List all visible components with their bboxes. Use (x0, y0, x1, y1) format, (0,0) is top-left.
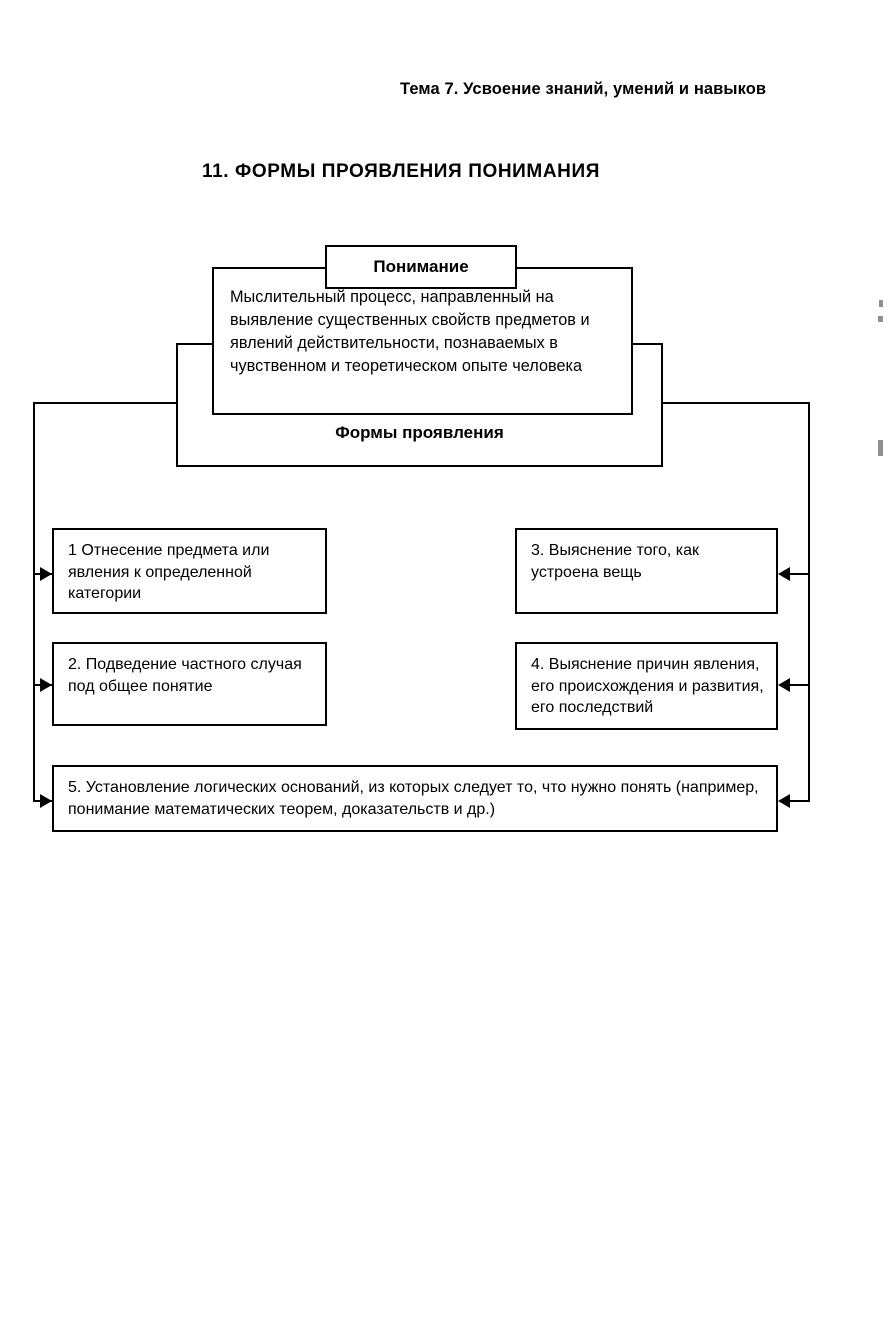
understanding-title-label: Понимание (373, 257, 469, 277)
form-box-4-text: 4. Выяснение причин явления, его происхо… (531, 656, 764, 716)
arrow-into-form-4-icon (778, 678, 790, 692)
form-box-5: 5. Установление логических оснований, из… (52, 765, 778, 832)
form-box-3-text: 3. Выяснение того, как устроена вещь (531, 542, 700, 581)
form-box-4: 4. Выяснение причин явления, его происхо… (515, 642, 778, 730)
forms-group-label: Формы проявления (335, 422, 504, 442)
scan-artifact-mark-1 (879, 300, 883, 307)
scan-artifact-mark-2 (878, 316, 883, 322)
connector-right-branch-4 (790, 684, 810, 686)
connector-left-top-horizontal (33, 402, 178, 404)
scan-artifact-mark-3 (878, 440, 883, 456)
connector-right-vertical-rail (808, 402, 810, 802)
arrow-into-form-5-left-icon (40, 794, 52, 808)
form-box-2: 2. Подведение частного случая под общее … (52, 642, 327, 726)
arrow-into-form-3-icon (778, 567, 790, 581)
form-box-2-text: 2. Подведение частного случая под общее … (68, 656, 302, 695)
connector-right-top-horizontal (661, 402, 810, 404)
form-box-1-text: 1 Отнесение предмета или явления к опред… (68, 542, 270, 602)
understanding-definition-box: Мыслительный процесс, направленный на вы… (212, 267, 633, 415)
arrow-into-form-1-icon (40, 567, 52, 581)
arrow-into-form-5-right-icon (778, 794, 790, 808)
form-box-1: 1 Отнесение предмета или явления к опред… (52, 528, 327, 614)
arrow-into-form-2-icon (40, 678, 52, 692)
form-box-5-text: 5. Установление логических оснований, из… (68, 779, 759, 818)
connector-right-branch-5 (790, 800, 810, 802)
connector-right-branch-3 (790, 573, 810, 575)
connector-left-vertical-rail (33, 402, 35, 802)
page-title: 11. ФОРМЫ ПРОЯВЛЕНИЯ ПОНИМАНИЯ (202, 161, 600, 182)
form-box-3: 3. Выяснение того, как устроена вещь (515, 528, 778, 614)
understanding-title-box: Понимание (325, 245, 517, 289)
understanding-definition-text: Мыслительный процесс, направленный на вы… (230, 288, 590, 375)
running-head: Тема 7. Усвоение знаний, умений и навыко… (400, 80, 767, 98)
